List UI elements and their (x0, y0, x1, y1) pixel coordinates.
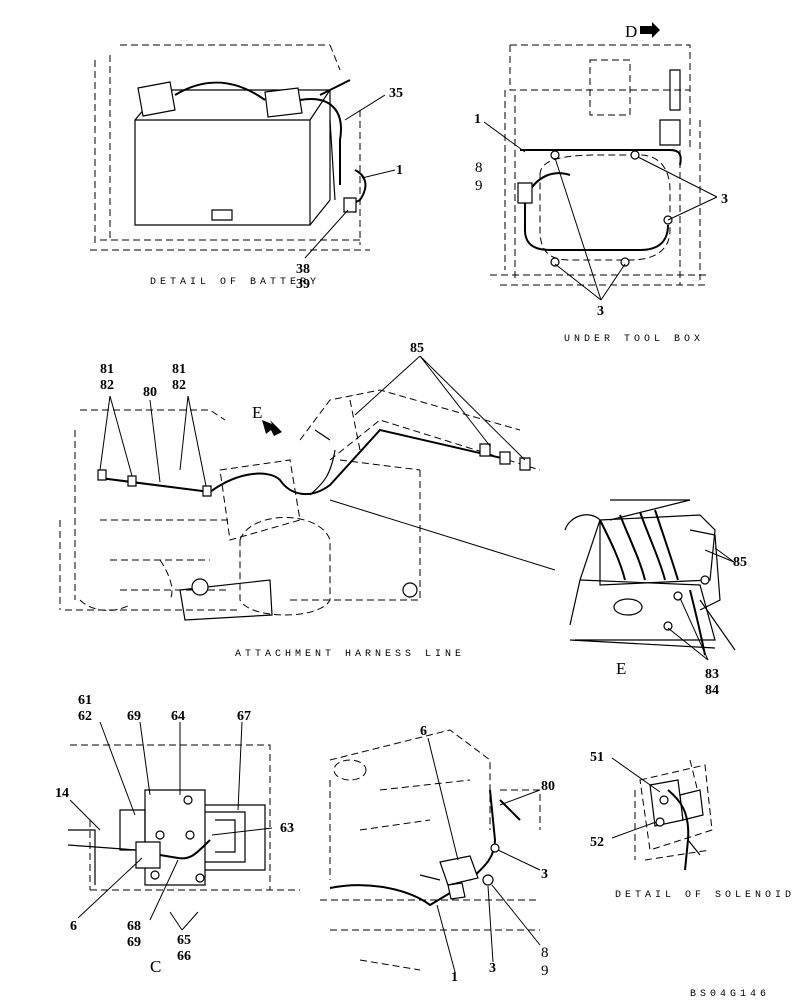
callout-1: 1 (396, 163, 403, 178)
callout-51: 51 (590, 750, 604, 765)
battery-leaders (304, 94, 396, 259)
view-e-leaders (667, 547, 735, 661)
callout-69: 69 (127, 709, 141, 724)
callout-65: 65 (177, 933, 191, 948)
battery-frame-dashed (90, 44, 370, 251)
toolbox-detail: D 1 8 9 (474, 22, 728, 345)
callout-85: 85 (410, 341, 424, 356)
toolbox-frame-dashed (490, 44, 710, 286)
drawing-number: BS04G146 (690, 989, 770, 1000)
solenoid-leaders (611, 757, 661, 839)
view-c-frame-dashed (68, 744, 300, 891)
callout-6: 6 (420, 724, 427, 739)
solenoid-detail: 51 52 DETAIL OF SOLENOID (590, 750, 795, 901)
callout-80: 80 (143, 385, 157, 400)
callout-63: 63 (280, 821, 294, 836)
callout-8: 8 (475, 160, 483, 176)
harness-clamps (97, 443, 531, 497)
callout-52: 52 (590, 835, 604, 850)
callout-66: 66 (177, 949, 191, 964)
callout-64: 64 (171, 709, 185, 724)
view-c-title: C (150, 957, 161, 976)
attachment-harness (99, 428, 511, 496)
callout-84: 84 (705, 683, 719, 698)
callout-3: 3 (489, 961, 496, 976)
connector-body (439, 843, 500, 900)
connector-leaders (427, 737, 541, 973)
valve-connector (67, 839, 211, 869)
solenoid-body (649, 779, 704, 871)
callout-9: 9 (475, 178, 483, 194)
view-c-detail: 61 62 69 64 67 14 63 6 68 69 65 66 C (55, 693, 300, 976)
callout-61: 61 (78, 693, 92, 708)
callout-14: 14 (55, 786, 69, 801)
toolbox-leaders (483, 121, 718, 301)
connector-detail: 6 80 3 1 3 8 9 (320, 724, 555, 985)
connector-frame-dashed (320, 729, 541, 971)
callout-38: 38 (296, 262, 310, 277)
callout-6: 6 (70, 919, 77, 934)
view-e-detail: 85 83 84 E (564, 499, 747, 698)
callout-39: 39 (296, 277, 310, 292)
toolbox-caption: UNDER TOOL BOX (564, 334, 704, 345)
valve-assembly (119, 789, 266, 886)
boom-cylinder (179, 578, 418, 621)
battery-caption: DETAIL OF BATTERY (150, 277, 320, 288)
battery-terminal-caps (137, 81, 303, 118)
view-e-hoses (599, 499, 691, 581)
callout-3: 3 (597, 304, 604, 319)
battery-detail: 35 1 38 39 DETAIL OF BATTERY (90, 44, 403, 292)
callout-62: 62 (78, 709, 92, 724)
callout-67: 67 (237, 709, 251, 724)
callout-8: 8 (541, 945, 549, 961)
view-e-arrow (262, 420, 282, 436)
callout-82: 82 (172, 378, 186, 393)
toolbox-harness (517, 69, 682, 251)
view-e-title: E (616, 659, 626, 678)
attachment-harness-detail: E 81 82 80 81 82 85 ATTACHMENT HARNESS L… (59, 341, 556, 660)
attachment-caption: ATTACHMENT HARNESS LINE (235, 649, 465, 660)
callout-3: 3 (721, 192, 728, 207)
callout-82: 82 (100, 378, 114, 393)
machine-frame-dashed (59, 389, 541, 616)
callout-9: 9 (541, 963, 549, 979)
view-d-label: D (625, 22, 637, 41)
callout-80: 80 (541, 779, 555, 794)
callout-35: 35 (389, 86, 403, 101)
battery-cables (174, 79, 367, 206)
view-c-leaders (69, 721, 273, 931)
view-e-structure (564, 514, 736, 651)
callout-83: 83 (705, 667, 719, 682)
callout-69: 69 (127, 935, 141, 950)
callout-81: 81 (172, 362, 186, 377)
callout-68: 68 (127, 919, 141, 934)
callout-85: 85 (733, 555, 747, 570)
callout-3: 3 (541, 867, 548, 882)
view-d-arrow (640, 22, 660, 38)
attachment-leaders (99, 355, 556, 571)
callout-1: 1 (474, 112, 481, 127)
callout-81: 81 (100, 362, 114, 377)
view-e-label: E (252, 403, 262, 422)
solenoid-caption: DETAIL OF SOLENOID (615, 890, 795, 901)
callout-1: 1 (451, 970, 458, 985)
battery-connector (343, 197, 357, 213)
